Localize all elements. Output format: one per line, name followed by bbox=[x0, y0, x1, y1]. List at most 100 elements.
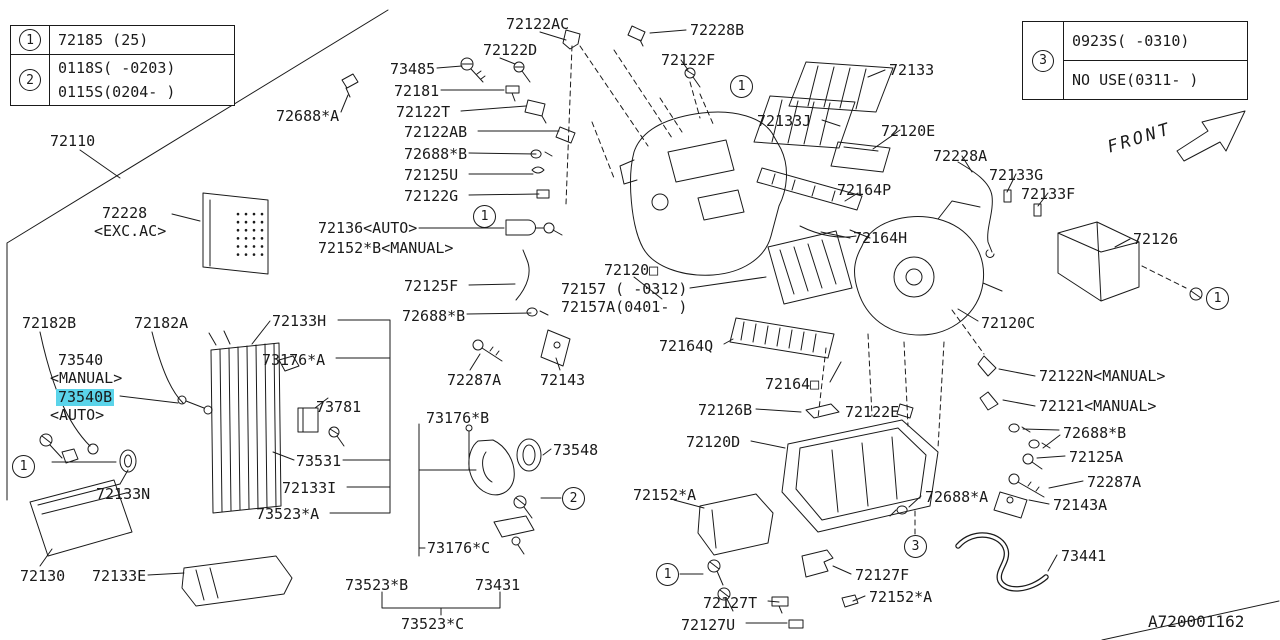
label-72164-box: 72164□ bbox=[765, 375, 820, 393]
label-72120-box: 72120□ bbox=[604, 261, 659, 279]
label-72125u: 72125U bbox=[404, 166, 459, 184]
label-72157: 72157 ( -0312) bbox=[561, 280, 688, 298]
callout-1-bottom-left: 1 bbox=[12, 455, 35, 478]
legend-text: 0923S( -0310) bbox=[1064, 22, 1247, 61]
label-73176a: 73176*A bbox=[262, 351, 326, 369]
part-72133g bbox=[1003, 189, 1012, 203]
legend-text: 72185 (25) bbox=[58, 31, 149, 49]
label-72122ac: 72122AC bbox=[506, 15, 570, 33]
label-73540b-auto: <AUTO> bbox=[50, 406, 105, 424]
label-72122d: 72122D bbox=[483, 41, 538, 59]
legend-table-right: 3 0923S( -0310) NO USE(0311- ) bbox=[1022, 21, 1248, 100]
label-72122f: 72122F bbox=[661, 51, 716, 69]
valve-73781 bbox=[297, 407, 345, 447]
label-72126b: 72126B bbox=[698, 401, 753, 419]
label-72182a: 72182A bbox=[134, 314, 189, 332]
label-73523a: 73523*A bbox=[256, 505, 320, 523]
label-72157a: 72157A(0401- ) bbox=[561, 298, 688, 316]
label-72120d: 72120D bbox=[686, 433, 741, 451]
front-arrow-icon bbox=[1176, 110, 1246, 162]
label-72125a: 72125A bbox=[1069, 448, 1124, 466]
callout-3-bottom-right: 3 bbox=[904, 535, 927, 558]
label-72133: 72133 bbox=[889, 61, 935, 79]
label-72688b-2: 72688*B bbox=[402, 307, 466, 325]
label-72181: 72181 bbox=[394, 82, 440, 100]
label-72122g: 72122G bbox=[404, 187, 459, 205]
tray-72133e bbox=[181, 555, 293, 607]
clip-72688a-top bbox=[341, 73, 359, 98]
label-73531: 73531 bbox=[296, 452, 342, 470]
part-72122n bbox=[977, 355, 997, 377]
bottom-center-parts bbox=[697, 493, 859, 629]
label-73441: 73441 bbox=[1061, 547, 1107, 565]
legend-text: NO USE(0311- ) bbox=[1072, 71, 1199, 89]
label-73548: 73548 bbox=[553, 441, 599, 459]
actuator-73540 bbox=[177, 395, 213, 415]
label-72688a-1: 72688*A bbox=[276, 107, 340, 125]
label-72125f: 72125F bbox=[404, 277, 459, 295]
vent-grilles-72133 bbox=[753, 61, 894, 173]
label-72110: 72110 bbox=[50, 132, 96, 150]
label-72152a-1: 72152*A bbox=[633, 486, 697, 504]
callout-1-right: 1 bbox=[1206, 287, 1229, 310]
evaporator-72133h bbox=[208, 330, 300, 514]
bracket-72126 bbox=[1057, 221, 1203, 302]
lower-case-72120d bbox=[781, 403, 939, 533]
assembly-dashed-lines bbox=[565, 45, 1187, 535]
label-72122n-manual: 72122N<MANUAL> bbox=[1039, 367, 1166, 385]
label-73781: 73781 bbox=[316, 398, 362, 416]
label-72127t: 72127T bbox=[703, 594, 758, 612]
label-72122ab: 72122AB bbox=[404, 123, 468, 141]
label-73540-manual: <MANUAL> bbox=[50, 369, 123, 387]
main-heater-unit bbox=[619, 111, 863, 359]
label-72126: 72126 bbox=[1133, 230, 1179, 248]
label-73523c: 73523*C bbox=[401, 615, 465, 633]
label-72287a-1: 72287A bbox=[447, 371, 502, 389]
label-73485: 73485 bbox=[390, 60, 436, 78]
label-72143a: 72143A bbox=[1053, 496, 1108, 514]
callout-1-icon: 1 bbox=[19, 29, 41, 51]
legend-row: 1 72185 (25) bbox=[11, 26, 234, 55]
document-code: A720001162 bbox=[1148, 612, 1245, 631]
label-72152a-2: 72152*A bbox=[869, 588, 933, 606]
heater-panel-72130 bbox=[29, 479, 133, 557]
leader-lines bbox=[39, 29, 1131, 624]
hose-73441-inner bbox=[956, 533, 1048, 591]
label-72143: 72143 bbox=[540, 371, 586, 389]
part-72133f bbox=[1033, 203, 1042, 217]
part-72121 bbox=[979, 391, 999, 411]
right-fastener-parts bbox=[889, 423, 1051, 519]
label-72133i: 72133I bbox=[282, 479, 337, 497]
left-bottom-parts bbox=[39, 433, 137, 473]
blower-case-72120c bbox=[849, 200, 1003, 336]
label-72122t: 72122T bbox=[396, 103, 451, 121]
label-72688a-2: 72688*A bbox=[925, 488, 989, 506]
label-72287a-2: 72287A bbox=[1087, 473, 1142, 491]
legend-text: 0118S( -0203) bbox=[58, 59, 176, 77]
label-72121-manual: 72121<MANUAL> bbox=[1039, 397, 1157, 415]
callout-3-icon: 3 bbox=[1032, 49, 1054, 72]
label-72120c: 72120C bbox=[981, 314, 1036, 332]
label-72152b-manual: 72152*B<MANUAL> bbox=[318, 239, 454, 257]
sheet-border bbox=[6, 9, 1280, 640]
legend-text: 0115S(0204- ) bbox=[58, 83, 176, 101]
duct-73176b bbox=[465, 424, 542, 555]
label-72228-excac: <EXC.AC> bbox=[94, 222, 167, 240]
label-72228a: 72228A bbox=[933, 147, 988, 165]
label-72133e: 72133E bbox=[92, 567, 147, 585]
label-72130: 72130 bbox=[20, 567, 66, 585]
label-72164p: 72164P bbox=[837, 181, 892, 199]
callout-1-top: 1 bbox=[730, 75, 753, 98]
label-72136-auto: 72136<AUTO> bbox=[318, 219, 418, 237]
label-73540b-highlighted: 73540B bbox=[56, 388, 115, 406]
label-72133n: 72133N bbox=[96, 485, 151, 503]
legend-table-left: 1 72185 (25) 2 0118S( -0203) 0115S(0204-… bbox=[10, 25, 235, 106]
label-72228b: 72228B bbox=[690, 21, 745, 39]
label-72127u: 72127U bbox=[681, 616, 736, 634]
label-72164h: 72164H bbox=[853, 229, 908, 247]
callout-1-mid-left: 1 bbox=[473, 205, 496, 228]
label-73176b: 73176*B bbox=[426, 409, 490, 427]
wire-72228a bbox=[957, 161, 995, 258]
callout-2-icon: 2 bbox=[19, 69, 41, 91]
